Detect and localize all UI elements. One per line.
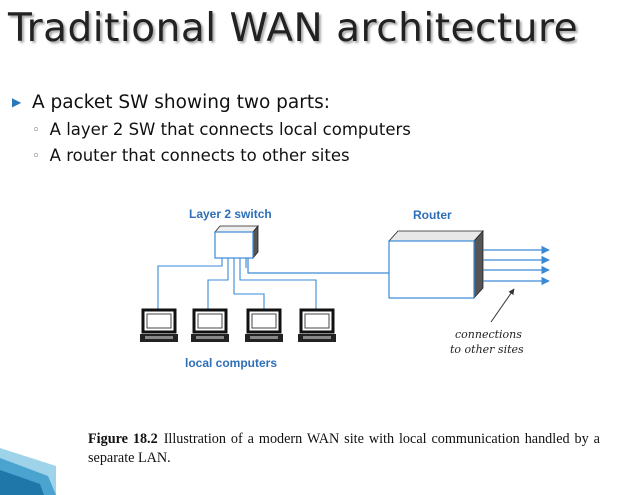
switch-icon — [214, 224, 259, 260]
sub-bullet-text: A layer 2 SW that connects local compute… — [49, 120, 411, 139]
slide-title: Traditional WAN architecture — [8, 6, 579, 51]
connections-label: connections — [455, 328, 522, 341]
computer-icon — [298, 308, 336, 342]
switch-label: Layer 2 switch — [189, 207, 272, 221]
router-icon — [388, 229, 484, 300]
computer-icon — [140, 308, 178, 342]
main-bullet: ▶ A packet SW showing two parts: — [12, 92, 330, 113]
router-label: Router — [413, 208, 452, 222]
circle-bullet-icon: ◦ — [32, 149, 40, 164]
computers-label: local computers — [185, 356, 277, 370]
corner-decoration — [0, 448, 56, 495]
lan-wires — [157, 258, 317, 310]
local-computers — [140, 308, 336, 342]
main-bullet-text: A packet SW showing two parts: — [32, 92, 330, 113]
connections-label: to other sites — [450, 343, 524, 356]
sub-bullet: ◦ A router that connects to other sites — [32, 146, 350, 165]
circle-bullet-icon: ◦ — [32, 123, 40, 138]
sub-bullet-text: A router that connects to other sites — [49, 146, 350, 165]
pointer-arrow — [490, 288, 515, 323]
computer-icon — [245, 308, 283, 342]
triangle-bullet-icon: ▶ — [12, 95, 22, 109]
figure-number: Figure 18.2 — [88, 431, 158, 447]
sub-bullet: ◦ A layer 2 SW that connects local comput… — [32, 120, 411, 139]
switch-router-link — [247, 258, 389, 274]
outgoing-connections — [483, 245, 550, 286]
caption-text: Illustration of a modern WAN site with l… — [88, 431, 600, 466]
computer-icon — [191, 308, 229, 342]
wan-site-diagram: Layer 2 switch Router local computers co… — [140, 207, 550, 370]
